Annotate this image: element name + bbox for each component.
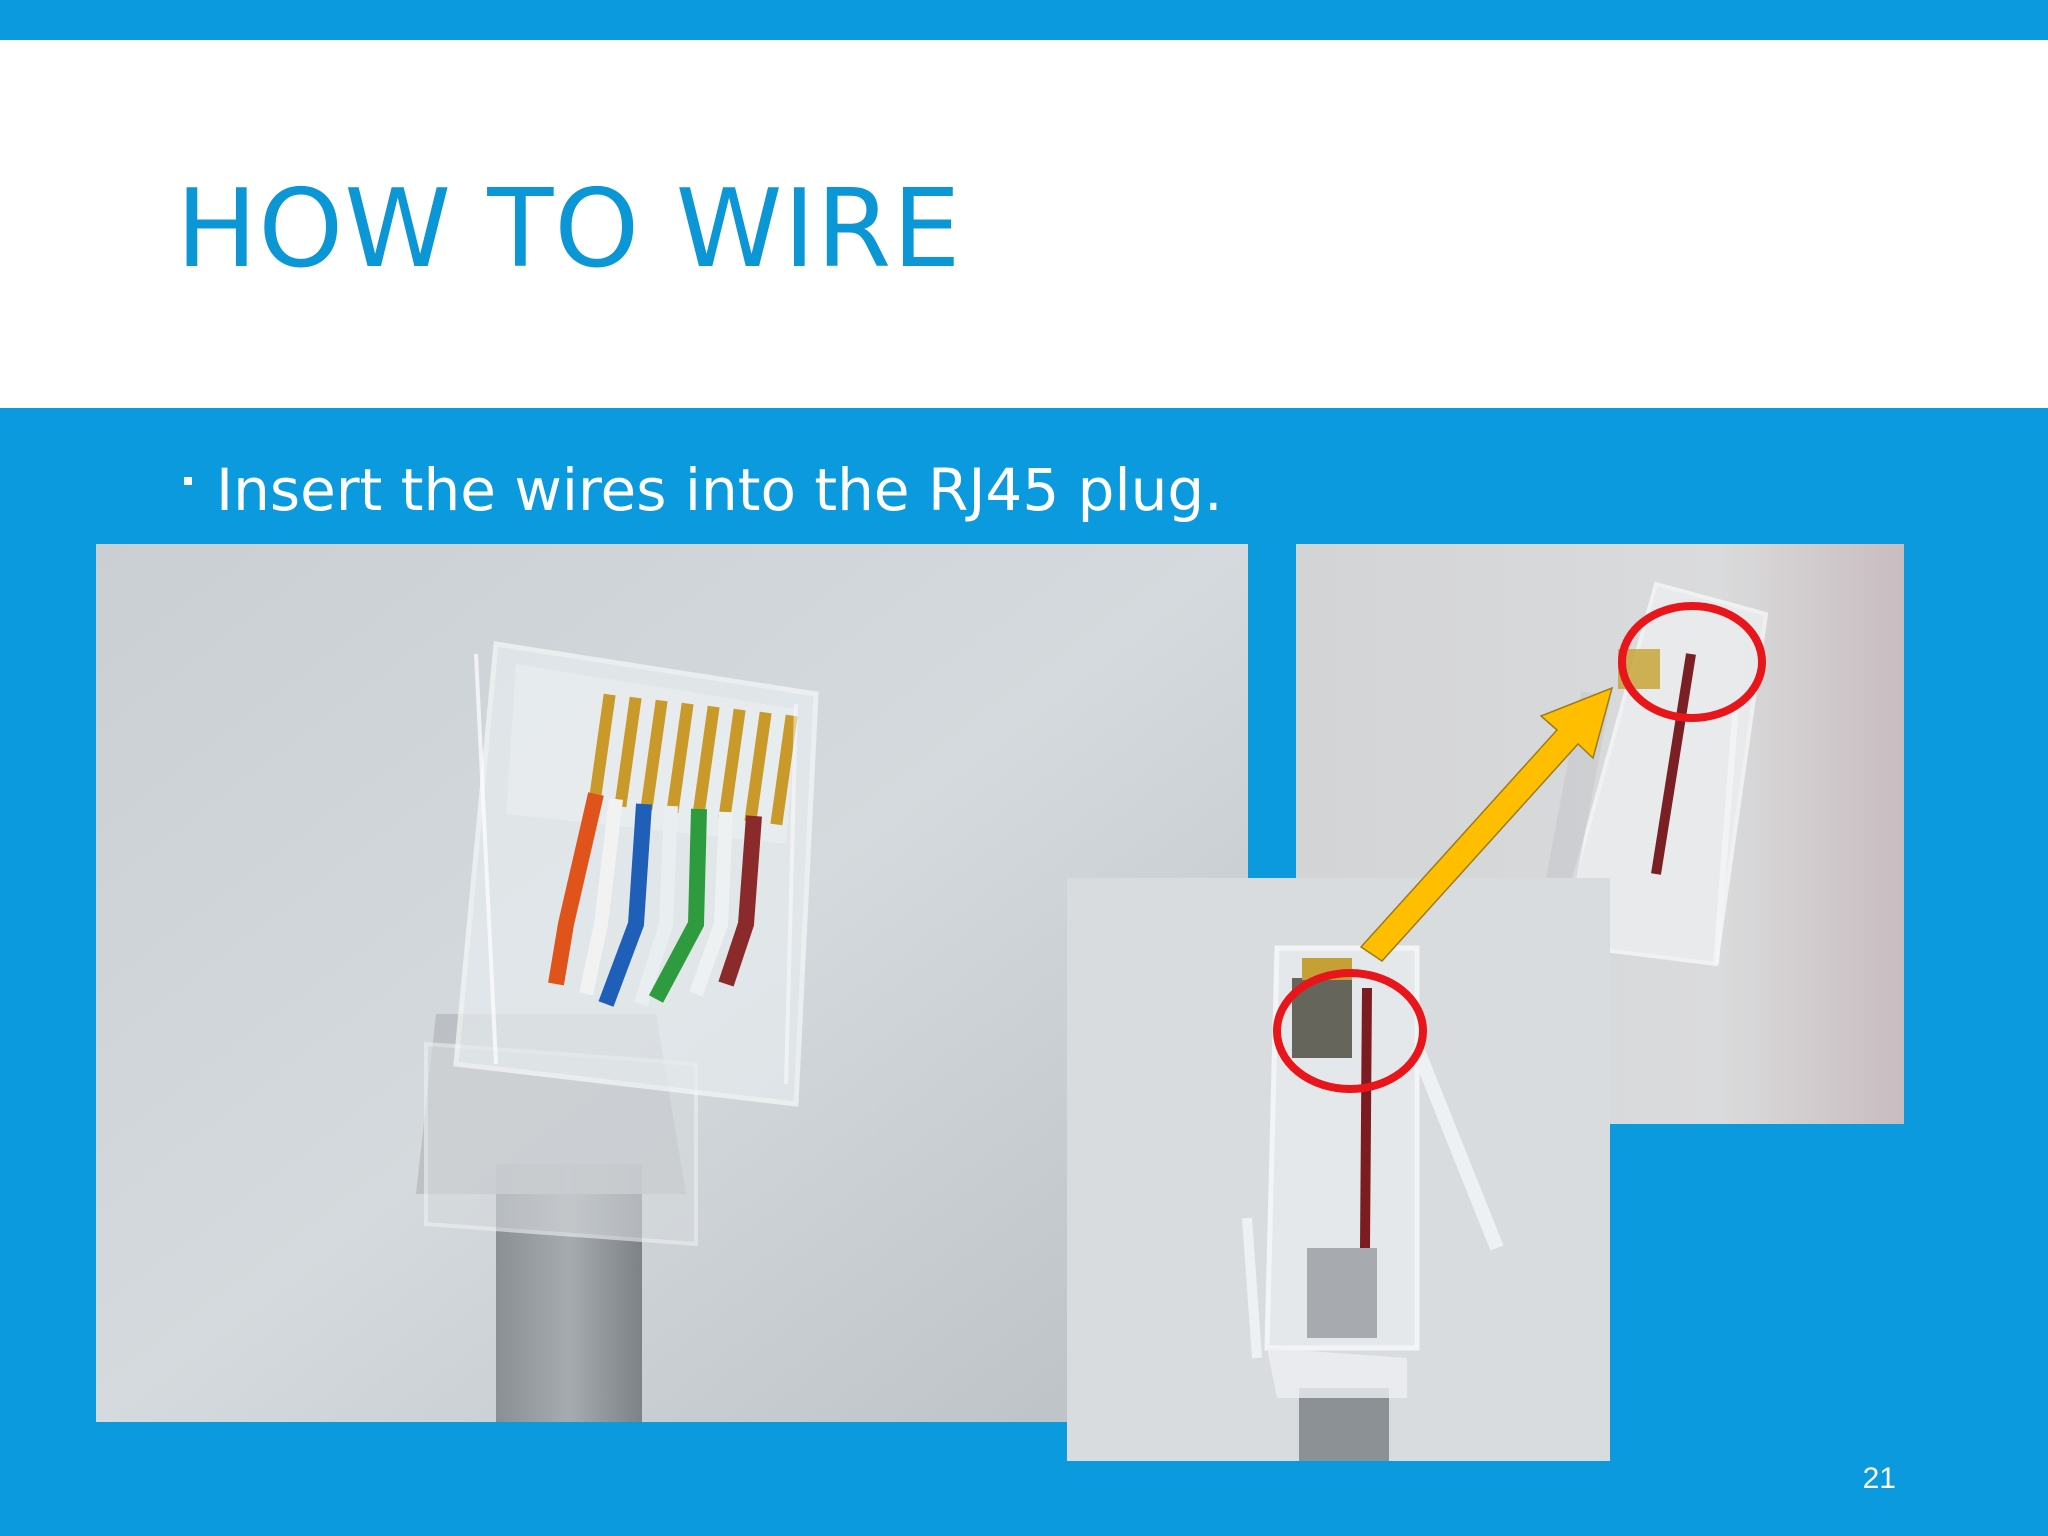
rj45-front-photo (96, 544, 1248, 1422)
page-number: 21 (1862, 1462, 1896, 1495)
title-band (0, 40, 2048, 408)
bullet-text: Insert the wires into the RJ45 plug. (216, 456, 1223, 524)
arrow-icon (1359, 686, 1614, 962)
bullet-square-icon (184, 477, 192, 485)
highlight-circle-tip (1618, 602, 1766, 722)
slide-title: HOW TO WIRE (176, 167, 962, 292)
highlight-circle-side (1273, 969, 1427, 1093)
